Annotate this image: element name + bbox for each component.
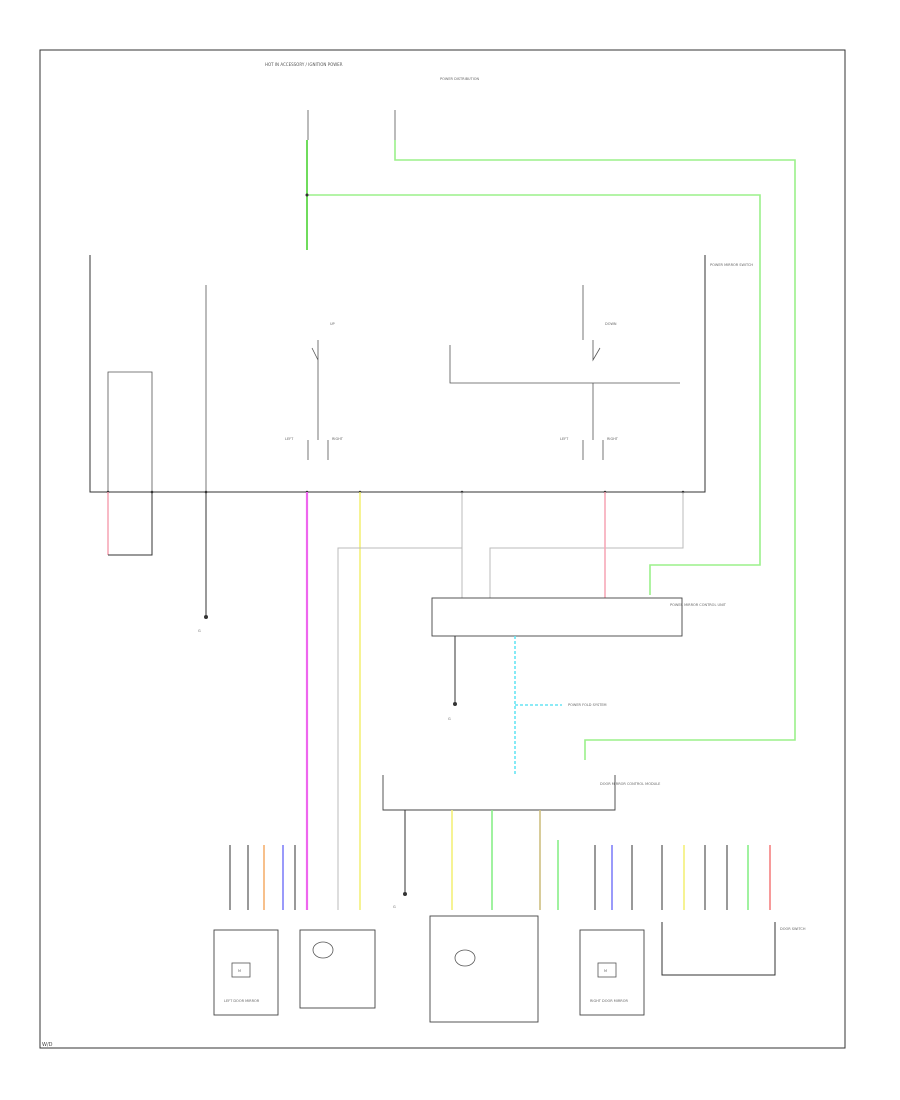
- right-mirror-box: [579, 929, 645, 1016]
- switch-contact-right: [592, 340, 601, 362]
- master-switch-label: POWER MIRROR SWITCH: [710, 263, 753, 267]
- right-group-base: [661, 922, 776, 976]
- control-unit-box: [431, 597, 683, 637]
- left-mirror-box: [213, 929, 279, 1016]
- ground-mid-icon: [453, 702, 457, 706]
- switch-right-label: RIGHT: [332, 437, 344, 441]
- switch-left-label-2: LEFT: [560, 437, 569, 441]
- switch-contact-left: [311, 340, 319, 361]
- diagram-frame: [39, 49, 846, 1049]
- supply-right-label: POWER DISTRIBUTION: [440, 77, 480, 81]
- switch-right-label-2: RIGHT: [607, 437, 619, 441]
- supply-header-label: HOT IN ACCESSORY / IGNITION POWER: [265, 62, 343, 67]
- folding-unit-label: DOOR MIRROR CONTROL MODULE: [600, 782, 660, 786]
- right-motor-icon: [597, 962, 617, 978]
- left-mirror-label: LEFT DOOR MIRROR: [224, 999, 260, 1003]
- right-motor-label: M: [604, 969, 607, 973]
- control-unit-label: POWER MIRROR CONTROL UNIT: [670, 603, 727, 607]
- ground-mid-label: G: [448, 717, 451, 721]
- side-label: POWER FOLD SYSTEM: [568, 703, 607, 707]
- left-actuator-box: [299, 929, 376, 1009]
- left-actuator-icon: [312, 941, 334, 959]
- right-group-wires: [661, 845, 728, 910]
- ground-left-icon: [204, 615, 208, 619]
- loop-bottom: [108, 492, 153, 556]
- green-branch-wire: [307, 194, 761, 595]
- center-actuator-box: [429, 915, 539, 1023]
- gray-wire-right: [489, 492, 684, 598]
- switch-down-label: DOWN: [605, 322, 617, 326]
- switch-contact-mid: [449, 345, 680, 384]
- junction-dot: [305, 193, 309, 197]
- right-connector-a: [594, 845, 633, 910]
- ground-left-label: G: [198, 629, 201, 633]
- left-motor-label: M: [238, 969, 241, 973]
- center-actuator-icon: [454, 949, 476, 967]
- switch-bracket-right: [582, 440, 604, 460]
- switch-up-label: UP: [330, 322, 335, 326]
- ground-low-icon: [403, 892, 407, 896]
- reference-code: W/D: [42, 1042, 53, 1048]
- master-switch-outline: [89, 255, 706, 493]
- left-connector-a: [229, 845, 249, 910]
- right-mirror-label: RIGHT DOOR MIRROR: [590, 999, 628, 1003]
- right-connector-label: DOOR SWITCH: [780, 927, 806, 931]
- heater-switch-box: [107, 371, 153, 492]
- gray-wire-upper: [337, 492, 463, 910]
- switch-bracket-left: [307, 440, 329, 460]
- green-feed-wire-right: [394, 140, 796, 760]
- left-motor-icon: [231, 962, 251, 978]
- ground-low-label: G: [393, 905, 396, 909]
- folding-unit-box: [382, 775, 616, 811]
- switch-left-label: LEFT: [285, 437, 294, 441]
